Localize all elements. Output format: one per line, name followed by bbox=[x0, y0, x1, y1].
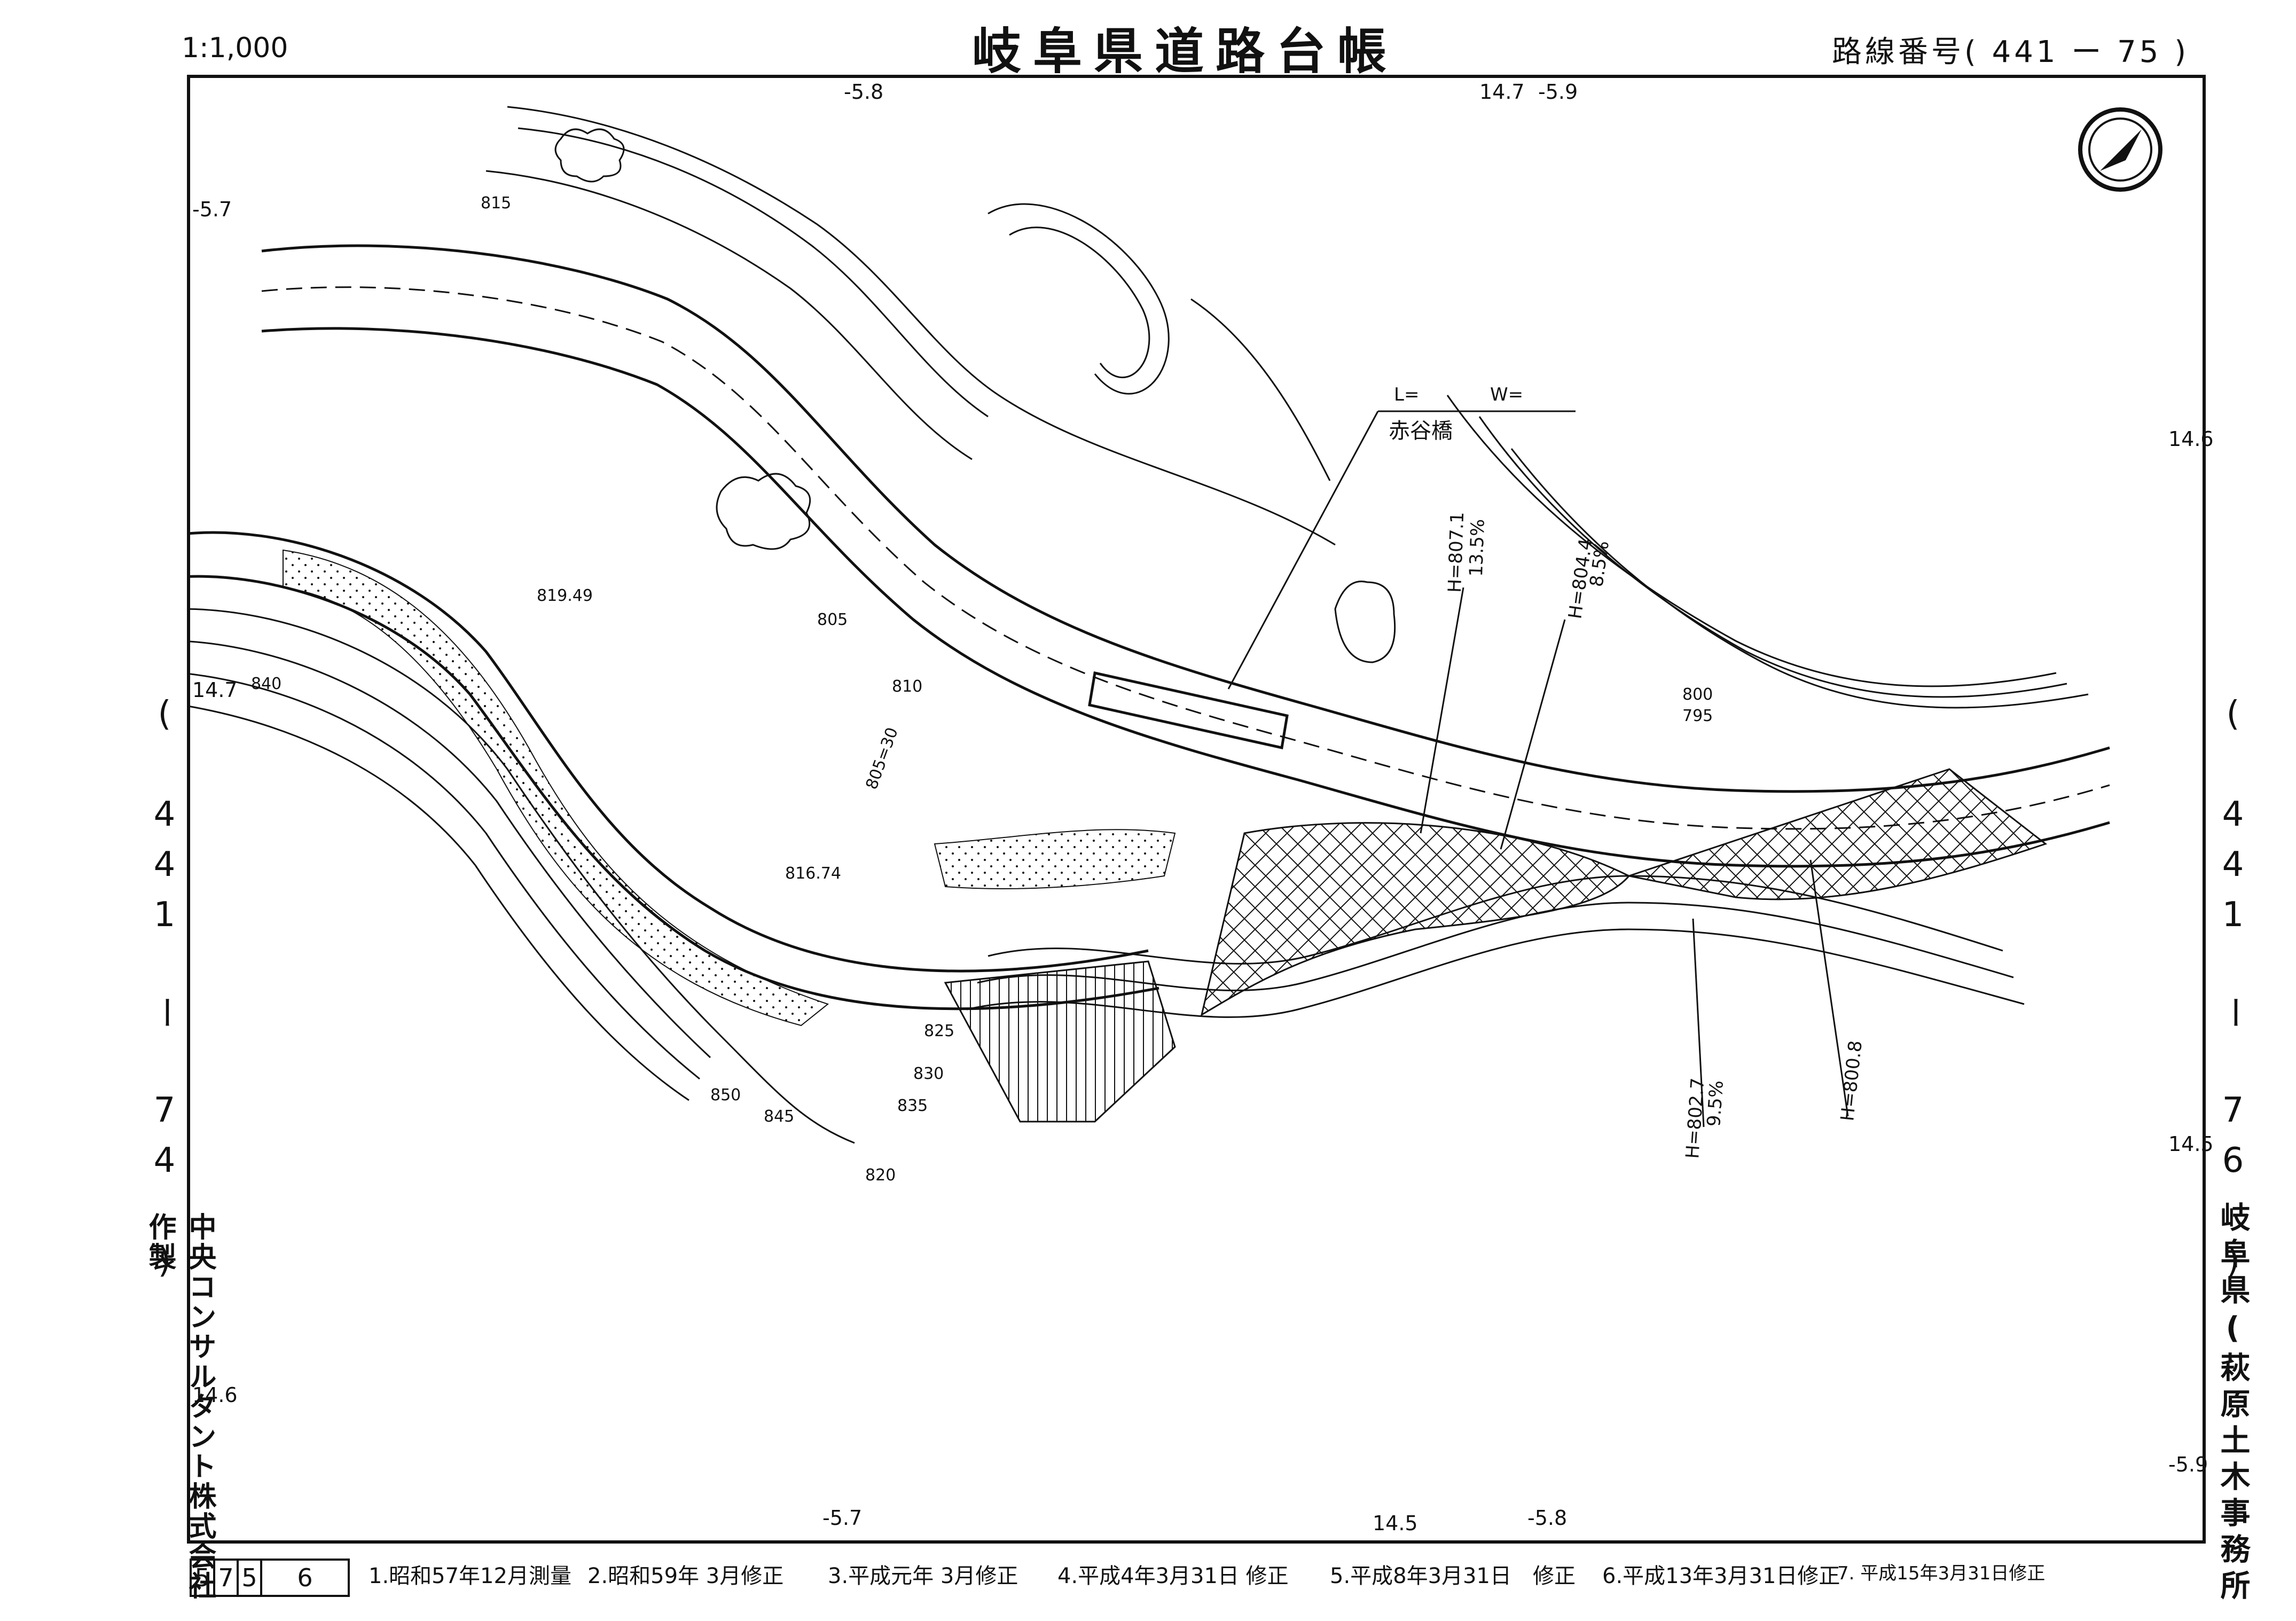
bridge-length-label: L= bbox=[1394, 384, 1419, 405]
maker-label: 中央コンサルタント株式会社作製 bbox=[144, 1212, 216, 1601]
contour-label-840: 840 bbox=[251, 675, 281, 693]
margin-mark-top-c: -5.9 bbox=[1538, 80, 1578, 104]
curve-label: 805=30 bbox=[863, 725, 902, 792]
contour-label-795: 795 bbox=[1682, 707, 1713, 725]
margin-mark-right-c: -5.9 bbox=[2168, 1453, 2208, 1476]
sheet-digit: 5 bbox=[239, 1561, 262, 1595]
margin-mark-top-left: -5.7 bbox=[192, 198, 232, 221]
margin-mark-right-b: 14.5 bbox=[2168, 1132, 2214, 1156]
history-item: 7. 平成15年3月31日修正 bbox=[1837, 1563, 2046, 1584]
margin-mark-bottom-b: 14.5 bbox=[1373, 1512, 1418, 1535]
spot-height-2: 816.74 bbox=[785, 864, 841, 883]
history-item: 6.平成13年3月31日修正 bbox=[1602, 1564, 1840, 1588]
sheet-sub: 6 bbox=[297, 1563, 313, 1592]
adjacent-sheet-right: ( 441 ー 76 ) bbox=[2213, 694, 2253, 1291]
contour-label-825: 825 bbox=[924, 1022, 954, 1040]
contour-label-805: 805 bbox=[817, 610, 848, 629]
contour-label-845: 845 bbox=[764, 1107, 794, 1126]
margin-mark-top-b: 14.7 bbox=[1479, 80, 1525, 104]
contour-label-800: 800 bbox=[1682, 685, 1713, 704]
margin-mark-left-b: 14.6 bbox=[192, 1383, 238, 1407]
height-label-1: H=807.1 bbox=[1444, 512, 1468, 593]
history-item: 2.昭和59年 3月修正 bbox=[587, 1564, 784, 1588]
page-title: 岐阜県道路台帳 bbox=[972, 23, 1399, 80]
contour-label-850: 850 bbox=[710, 1086, 741, 1105]
history-item: 4.平成4年3月31日 修正 bbox=[1057, 1564, 1289, 1588]
grade-label-1: 13.5% bbox=[1466, 519, 1489, 577]
contour-label-815: 815 bbox=[481, 194, 511, 213]
height-label-4: H=800.8 bbox=[1837, 1039, 1867, 1122]
spot-height-1: 819.49 bbox=[537, 586, 593, 605]
margin-mark-left-a: 14.7 bbox=[192, 678, 238, 702]
contour-label-820: 820 bbox=[865, 1166, 896, 1185]
sheet-number-box: 5 7 5 6 bbox=[190, 1559, 350, 1597]
office-label: 岐阜県(萩原土木事務所 bbox=[2215, 1202, 2250, 1606]
map-frame bbox=[187, 75, 2206, 1544]
contour-label-830: 830 bbox=[913, 1064, 944, 1083]
contour-label-810: 810 bbox=[892, 677, 922, 696]
margin-mark-bottom-a: -5.7 bbox=[822, 1506, 863, 1530]
bridge-width-label: W= bbox=[1490, 384, 1523, 405]
sheet-digit: 5 bbox=[192, 1561, 215, 1595]
grade-label-3: 9.5% bbox=[1703, 1080, 1728, 1127]
contour-label-835: 835 bbox=[897, 1097, 928, 1115]
history-item: 3.平成元年 3月修正 bbox=[828, 1564, 1018, 1588]
margin-mark-right-a: 14.6 bbox=[2168, 427, 2214, 451]
north-arrow-icon bbox=[2078, 107, 2162, 192]
map-scale: 1:1,000 bbox=[182, 32, 288, 64]
route-number: 路線番号( 441 ー 75 ) bbox=[1832, 35, 2190, 69]
margin-mark-top-a: -5.8 bbox=[844, 80, 884, 104]
history-item: 1.昭和57年12月測量 bbox=[369, 1564, 571, 1588]
history-item: 5.平成8年3月31日 修正 bbox=[1330, 1564, 1576, 1588]
road-map-drawing: L= W= 赤谷橋 H=807.1 13.5% H=804.4 8.5% H=8… bbox=[187, 106, 2162, 1185]
margin-mark-bottom-c: -5.8 bbox=[1527, 1506, 1568, 1530]
sheet-digit: 7 bbox=[215, 1561, 239, 1595]
adjacent-sheet-left: ( 441 ー 74 ) bbox=[145, 694, 184, 1291]
bridge-name: 赤谷橋 bbox=[1389, 419, 1453, 443]
